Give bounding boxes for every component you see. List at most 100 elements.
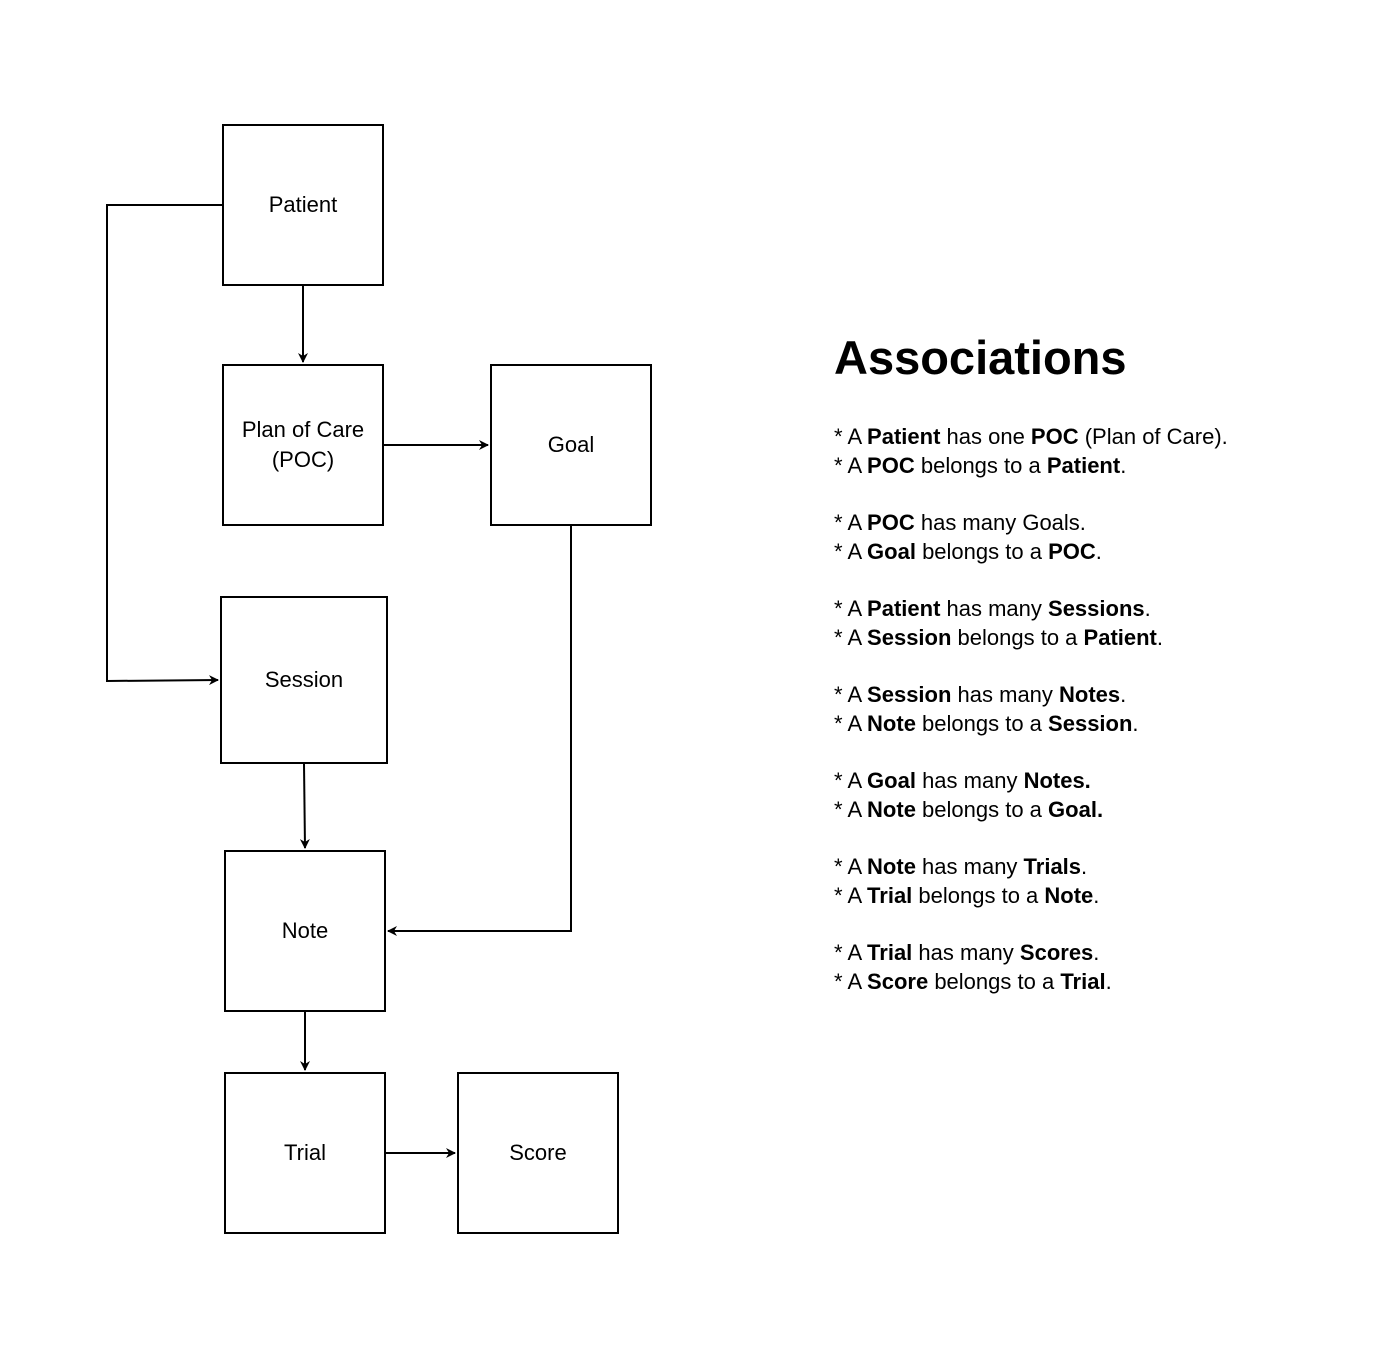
association-line: * A Patient has one POC (Plan of Care). (834, 422, 1374, 451)
associations-panel: Associations * A Patient has one POC (Pl… (834, 330, 1374, 1024)
association-entity: Notes. (1023, 768, 1091, 793)
association-line: * A Session belongs to a Patient. (834, 623, 1374, 652)
association-entity: Session (1048, 711, 1133, 736)
association-text: * A (834, 768, 868, 793)
node-poc-label-line1: Plan of Care (241, 417, 365, 442)
association-entity: POC (1030, 424, 1079, 449)
association-line: * A Goal belongs to a POC. (834, 537, 1374, 566)
association-line: * A Trial has many Scores. (834, 938, 1374, 967)
node-note-label: Note (281, 918, 329, 943)
association-text: * A (834, 596, 868, 621)
association-text: * A (834, 625, 868, 650)
node-trial: Trial (224, 1072, 386, 1234)
association-entity: Note (867, 711, 916, 736)
diagram-connectors (106, 204, 572, 1158)
association-text: . (1093, 883, 1100, 908)
association-entity: Goal (867, 768, 916, 793)
node-plan-of-care: Plan of Care (POC) (222, 364, 384, 526)
association-text: has many (915, 854, 1024, 879)
association-text: * A (834, 539, 868, 564)
association-line: * A POC has many Goals. (834, 508, 1374, 537)
association-entity: POC (1048, 539, 1096, 564)
association-text: has many (912, 940, 1020, 965)
association-group: * A Patient has one POC (Plan of Care).*… (834, 422, 1374, 480)
node-goal: Goal (490, 364, 652, 526)
association-text: belongs to a (914, 453, 1047, 478)
association-text: * A (834, 424, 868, 449)
association-text: . (1093, 940, 1100, 965)
association-text: (Plan of Care). (1078, 424, 1228, 449)
association-entity: Session (867, 682, 952, 707)
association-text: belongs to a (915, 539, 1049, 564)
association-entity: Trial (1060, 969, 1106, 994)
association-text: . (1120, 682, 1127, 707)
node-patient-label: Patient (268, 192, 338, 217)
node-goal-label: Goal (547, 432, 595, 457)
association-line: * A Score belongs to a Trial. (834, 967, 1374, 996)
association-text: belongs to a (915, 711, 1049, 736)
association-text: has one (940, 424, 1031, 449)
association-group: * A Goal has many Notes.* A Note belongs… (834, 766, 1374, 824)
node-trial-label: Trial (284, 1140, 326, 1165)
association-entity: Sessions (1048, 596, 1145, 621)
association-text: * A (834, 682, 868, 707)
node-score: Score (457, 1072, 619, 1234)
association-entity: Scores (1019, 940, 1094, 965)
association-entity: Trial (867, 883, 913, 908)
association-entity: Notes (1059, 682, 1121, 707)
association-group: * A Patient has many Sessions.* A Sessio… (834, 594, 1374, 652)
associations-title: Associations (834, 331, 1127, 384)
node-session: Session (220, 596, 388, 764)
association-text: has many (940, 596, 1049, 621)
association-entity: Trial (867, 940, 913, 965)
association-line: * A Patient has many Sessions. (834, 594, 1374, 623)
association-text: belongs to a (951, 625, 1084, 650)
association-entity: Note (867, 797, 916, 822)
associations-list: * A Patient has one POC (Plan of Care).*… (834, 422, 1374, 996)
edge-session-note (299, 763, 310, 849)
association-entity: Note (1044, 883, 1094, 908)
node-patient: Patient (222, 124, 384, 286)
association-text: has many (951, 682, 1060, 707)
association-text: belongs to a (928, 969, 1061, 994)
association-entity: Session (867, 625, 952, 650)
association-text: * A (834, 711, 868, 736)
association-entity: Patient (867, 424, 941, 449)
association-text: belongs to a (915, 797, 1049, 822)
association-entity: Goal (867, 539, 916, 564)
association-text: . (1120, 453, 1127, 478)
association-entity: Patient (1083, 625, 1157, 650)
node-score-label: Score (509, 1140, 567, 1165)
association-text: has many Goals. (914, 510, 1086, 535)
association-group: * A POC has many Goals.* A Goal belongs … (834, 508, 1374, 566)
association-text: . (1095, 539, 1102, 564)
edge-goal-note (387, 526, 572, 936)
association-entity: Note (867, 854, 916, 879)
association-entity: Score (867, 969, 929, 994)
association-line: * A POC belongs to a Patient. (834, 451, 1374, 480)
association-text: . (1081, 854, 1088, 879)
association-entity: Trials (1023, 854, 1082, 879)
association-group: * A Session has many Notes.* A Note belo… (834, 680, 1374, 738)
association-line: * A Note belongs to a Session. (834, 709, 1374, 738)
association-text: * A (834, 453, 868, 478)
association-entity: Goal. (1048, 797, 1104, 822)
association-line: * A Note belongs to a Goal. (834, 795, 1374, 824)
association-group: * A Trial has many Scores.* A Score belo… (834, 938, 1374, 996)
association-text: has many (915, 768, 1024, 793)
association-text: * A (834, 854, 868, 879)
association-line: * A Session has many Notes. (834, 680, 1374, 709)
association-text: . (1156, 625, 1164, 650)
node-poc-label-line2: (POC) (271, 447, 335, 472)
association-entity: POC (867, 453, 915, 478)
node-note: Note (224, 850, 386, 1012)
association-entity: POC (867, 510, 915, 535)
association-group: * A Note has many Trials.* A Trial belon… (834, 852, 1374, 910)
association-line: * A Trial belongs to a Note. (834, 881, 1374, 910)
association-entity: Patient (1046, 453, 1121, 478)
association-line: * A Goal has many Notes. (834, 766, 1374, 795)
association-text: belongs to a (912, 883, 1045, 908)
edge-patient-session (106, 204, 222, 686)
association-text: * A (834, 883, 868, 908)
node-session-label: Session (264, 667, 344, 692)
